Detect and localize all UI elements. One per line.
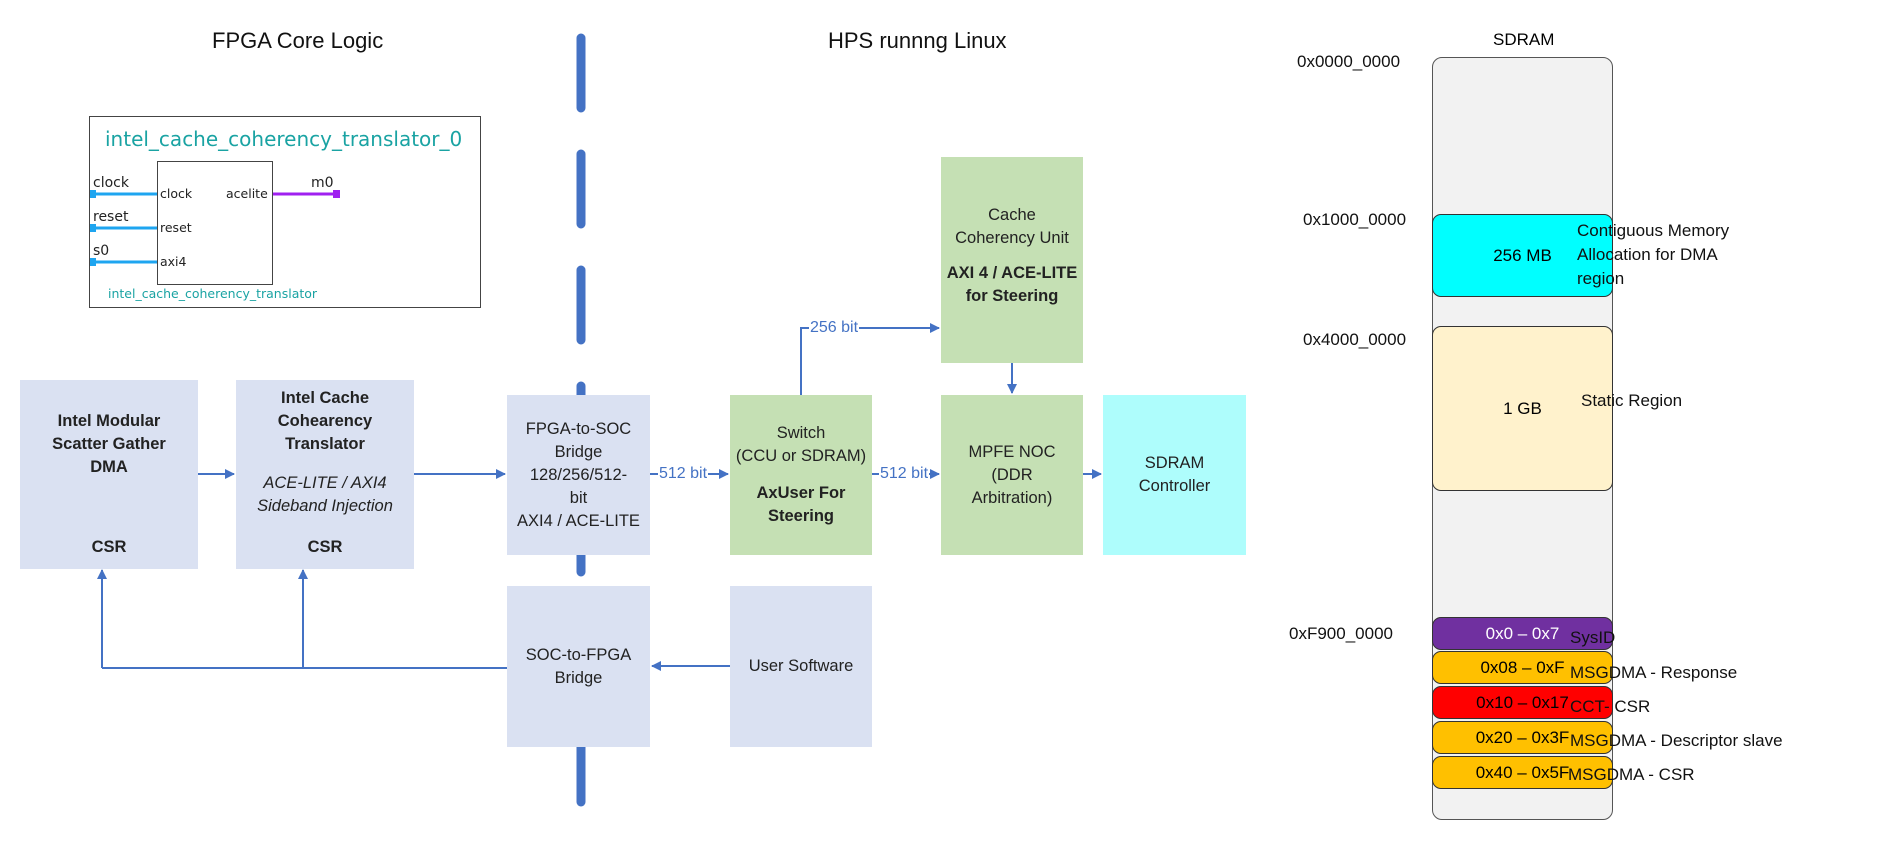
memory-region-static: 1 GB — [1432, 326, 1613, 491]
f2s-line: FPGA-to-SOC — [525, 419, 632, 438]
ccu-bold-line: for Steering — [965, 287, 1059, 305]
address-label: 0xF900_0000 — [1289, 624, 1393, 643]
block-user-software: User Software — [730, 586, 872, 747]
register-range: 0x0 – 0x7 — [1485, 623, 1560, 643]
description-line: Contiguous Memory — [1577, 221, 1730, 240]
register-range: 0x10 – 0x17 — [1476, 692, 1569, 712]
ip-component-frame — [89, 116, 481, 308]
signal-reset: reset — [93, 209, 129, 225]
cct-title-line: Intel Cache — [280, 389, 370, 407]
switch-bold-line: Steering — [767, 507, 835, 525]
block-switch: Switch (CCU or SDRAM) AxUser For Steerin… — [730, 395, 872, 555]
ip-instance-name: intel_cache_coherency_translator_0 — [105, 127, 463, 151]
signal-m0: m0 — [311, 175, 334, 191]
description-line: Allocation for DMA — [1577, 245, 1718, 264]
signal-clock: clock — [93, 175, 129, 191]
register-slice-cct-csr: 0x10 – 0x17 — [1432, 686, 1613, 719]
register-name: CCT- CSR — [1570, 697, 1651, 716]
block-sdram-controller: SDRAM Controller — [1103, 395, 1246, 555]
ccu-line: Cache — [988, 206, 1036, 224]
msgdma-csr-label: CSR — [91, 538, 127, 556]
register-range: 0x08 – 0xF — [1480, 657, 1565, 677]
register-name: MSGDMA - Response — [1570, 663, 1738, 682]
cct-csr-label: CSR — [307, 538, 343, 556]
mpfe-line: MPFE NOC — [968, 442, 1056, 461]
address-label: 0x4000_0000 — [1303, 330, 1407, 349]
block-fpga-to-soc-bridge: FPGA-to-SOC Bridge 128/256/512- bit AXI4… — [507, 395, 650, 555]
msgdma-title-line: DMA — [90, 458, 128, 476]
memory-region-cma: 256 MB — [1432, 214, 1613, 297]
switch-line: (CCU or SDRAM) — [735, 447, 867, 465]
description-line: region — [1577, 269, 1625, 288]
register-name: SysID — [1570, 628, 1616, 647]
register-range: 0x40 – 0x5F — [1475, 762, 1570, 782]
hps-section-title: HPS runnng Linux — [828, 28, 1007, 53]
block-cache-coherency-unit: Cache Coherency Unit AXI 4 / ACE-LITE fo… — [941, 157, 1083, 363]
switch-line: Switch — [776, 424, 826, 442]
block-mpfe-noc: MPFE NOC (DDR Arbitration) — [941, 395, 1083, 555]
port-acelite: acelite — [226, 186, 268, 201]
register-slice-sysid: 0x0 – 0x7 — [1432, 617, 1613, 650]
register-slice-msgdma-descriptor: 0x20 – 0x3F — [1432, 721, 1613, 754]
arrow-switch-to-ccu — [800, 323, 940, 395]
s2f-line: SOC-to-FPGA — [525, 645, 632, 664]
sdram-ctrl-line: Controller — [1138, 477, 1211, 495]
f2s-line: AXI4 / ACE-LITE — [517, 511, 640, 530]
s2f-line: Bridge — [554, 668, 603, 687]
memory-map-title: SDRAM — [1493, 30, 1555, 49]
msgdma-title-line: Scatter Gather — [52, 435, 166, 453]
port-reset: reset — [160, 220, 192, 235]
register-slice-msgdma-csr: 0x40 – 0x5F — [1432, 756, 1613, 789]
region-description-static: Static Region — [1581, 391, 1683, 410]
mpfe-line: (DDR — [991, 465, 1033, 484]
ccu-line: Coherency Unit — [955, 229, 1069, 247]
block-soc-to-fpga-bridge: SOC-to-FPGA Bridge — [507, 586, 650, 747]
register-range: 0x20 – 0x3F — [1475, 727, 1570, 747]
block-msgdma: Intel Modular Scatter Gather DMA CSR — [20, 380, 198, 569]
port-clock: clock — [160, 186, 193, 201]
label-switch-to-ccu-width: 256 bit — [809, 319, 860, 337]
ccu-bold-line: AXI 4 / ACE-LITE — [946, 264, 1078, 282]
port-axi4: axi4 — [160, 254, 187, 269]
user-sw-line: User Software — [748, 657, 854, 675]
signal-s0: s0 — [93, 243, 110, 259]
region-size-label: 256 MB — [1493, 245, 1552, 265]
switch-bold-line: AxUser For — [756, 484, 846, 502]
cct-title-line: Cohearency — [277, 412, 373, 430]
register-slice-msgdma-response: 0x08 – 0xF — [1432, 651, 1613, 684]
f2s-line: Bridge — [554, 442, 603, 461]
block-cct: Intel Cache Cohearency Translator ACE-LI… — [236, 380, 414, 569]
region-size-label: 1 GB — [1503, 398, 1542, 418]
f2s-line: bit — [569, 488, 588, 507]
mpfe-line: Arbitration) — [971, 488, 1053, 507]
region-description-cma: Contiguous Memory Allocation for DMA reg… — [1577, 219, 1729, 291]
address-label: 0x1000_0000 — [1303, 210, 1407, 229]
cct-italic-line: Sideband Injection — [257, 497, 393, 515]
ip-module-box — [157, 161, 273, 285]
cct-italic-line: ACE-LITE / AXI4 — [263, 474, 387, 492]
f2s-line: 128/256/512- — [529, 465, 628, 484]
msgdma-title-line: Intel Modular — [57, 412, 161, 430]
register-name: MSGDMA - CSR — [1568, 765, 1695, 784]
fpga-section-title: FPGA Core Logic — [212, 28, 384, 53]
label-switch-to-mpfe-width: 512 bit — [879, 465, 930, 483]
sdram-ctrl-line: SDRAM — [1144, 454, 1205, 472]
register-name: MSGDMA - Descriptor slave — [1570, 731, 1783, 750]
address-label: 0x0000_0000 — [1297, 52, 1401, 71]
label-bridge-to-switch-width: 512 bit — [658, 465, 709, 483]
ip-module-name: intel_cache_coherency_translator — [108, 286, 318, 301]
cct-title-line: Translator — [285, 435, 365, 453]
